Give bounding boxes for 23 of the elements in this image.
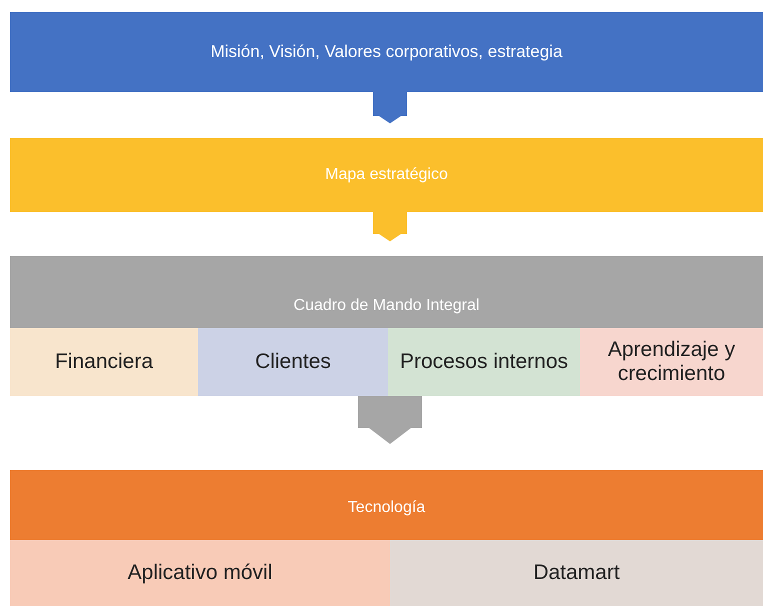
arrow [373, 92, 407, 124]
component-box [10, 540, 390, 606]
stage-band [10, 12, 763, 92]
stage-band [10, 256, 763, 396]
arrow [358, 396, 422, 444]
arrow [373, 212, 407, 242]
perspective-box [10, 328, 198, 396]
box-label: Datamart [532, 560, 621, 586]
perspective-box [580, 328, 763, 396]
box-label: Mapa estratégico [324, 166, 449, 184]
box-label: Procesos internos [398, 350, 570, 374]
band-heading: Tecnología [346, 498, 426, 518]
perspective-box [388, 328, 580, 396]
box-label: Misión, Visión, Valores corporativos, estrategia [210, 42, 564, 62]
stage-band [10, 470, 763, 606]
component-box [390, 540, 763, 606]
box-label: Aprendizaje y crecimiento [606, 338, 736, 386]
box-label: Financiera [54, 350, 154, 374]
stage-band [10, 138, 763, 212]
box-label: Aplicativo móvil [126, 560, 274, 586]
box-label: Clientes [254, 350, 332, 374]
band-heading: Cuadro de Mando Integral [292, 296, 480, 316]
perspective-box [198, 328, 388, 396]
